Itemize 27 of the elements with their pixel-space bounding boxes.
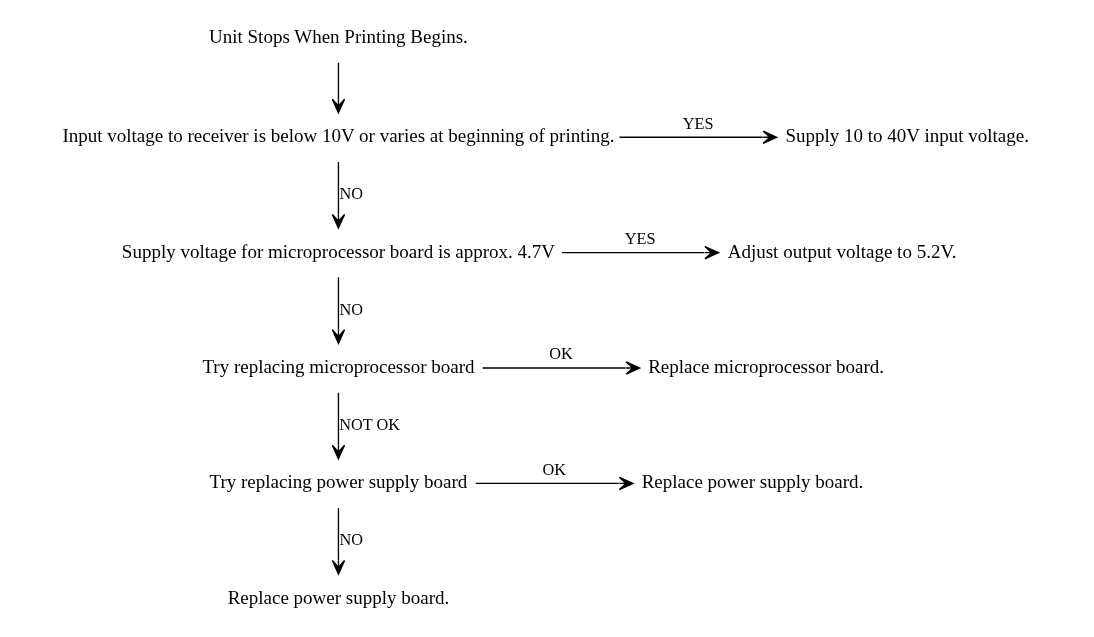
arrow	[618, 130, 777, 145]
edge-label: NOT OK	[338, 414, 400, 434]
edge-label: OK	[548, 344, 573, 364]
edge-label: OK	[542, 459, 566, 479]
node-text: Replace microprocessor board.	[647, 356, 884, 378]
edge-label: NO	[339, 299, 363, 319]
arrow	[331, 392, 345, 460]
arrow	[474, 476, 634, 491]
arrow	[331, 276, 345, 345]
node-text: Replace power supply board.	[641, 471, 863, 493]
edge-label: YES	[682, 113, 714, 133]
edge-label: YES	[624, 228, 656, 248]
node-text: Try replacing microprocessor board	[201, 356, 474, 378]
node-text: Unit Stops When Printing Begins.	[208, 26, 468, 48]
arrow	[560, 245, 719, 260]
node-text: Supply voltage for microprocessor board is approx. 4.7V	[121, 240, 555, 262]
arrow	[331, 62, 345, 114]
arrow	[481, 361, 640, 375]
node-text: Replace power supply board.	[227, 586, 449, 608]
node-text: Supply 10 to 40V input voltage.	[785, 125, 1029, 147]
node-text: Input voltage to receiver is below 10V or varies at beginning of printing.	[61, 125, 614, 147]
node-text: Adjust output voltage to 5.2V.	[727, 240, 956, 262]
edge-label: NO	[339, 530, 363, 550]
node-text: Try replacing power supply board	[209, 471, 467, 493]
arrow	[331, 507, 345, 575]
arrow	[331, 161, 345, 229]
edge-label: NO	[339, 184, 363, 204]
